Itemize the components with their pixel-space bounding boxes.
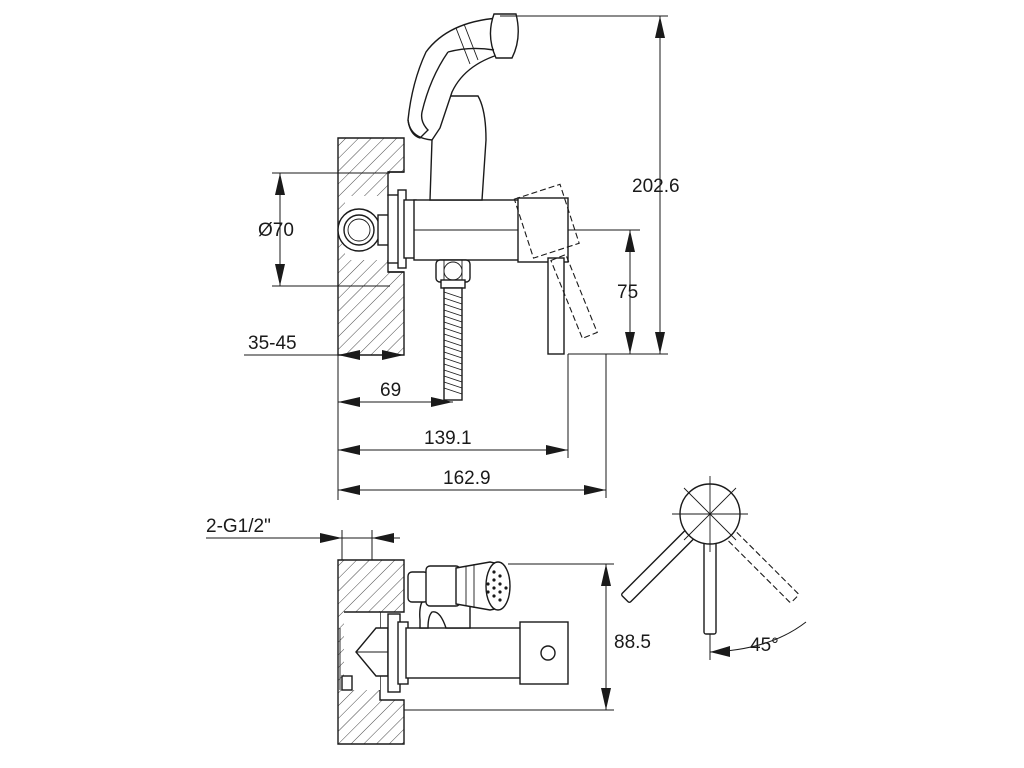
hose: [443, 287, 463, 401]
hose-coils: [443, 291, 463, 395]
dim-body-length: 139.1: [424, 428, 472, 449]
dim-height-total: 202.6: [632, 176, 680, 197]
front-view: [337, 13, 640, 401]
dim-lever-angle: 45°: [750, 635, 779, 656]
plan-dimensions: 2-G1/2" 88.5: [206, 516, 651, 711]
dim-overall-length: 162.9: [443, 468, 491, 489]
lever-housing: [517, 197, 569, 263]
dim-lever-height: 75: [617, 282, 638, 303]
hose-nut: [435, 259, 471, 283]
front-dimensions: 202.6 75 Ø70 35-45 69 139.1: [244, 15, 680, 500]
dim-thread: 2-G1/2": [206, 516, 271, 537]
plan-view: [337, 559, 569, 745]
lever-detail: 45°: [621, 476, 807, 660]
dim-wall-depth: 35-45: [248, 333, 297, 354]
dim-diameter: Ø70: [258, 220, 294, 241]
plan-lever-pin: [540, 645, 556, 661]
dim-plan-depth: 88.5: [614, 632, 651, 653]
plan-valve-body: [405, 627, 523, 679]
nozzle-holes: [486, 570, 508, 602]
inlet-ring: [337, 208, 391, 252]
lever-handle: [547, 257, 565, 355]
dim-hose-offset: 69: [380, 380, 401, 401]
